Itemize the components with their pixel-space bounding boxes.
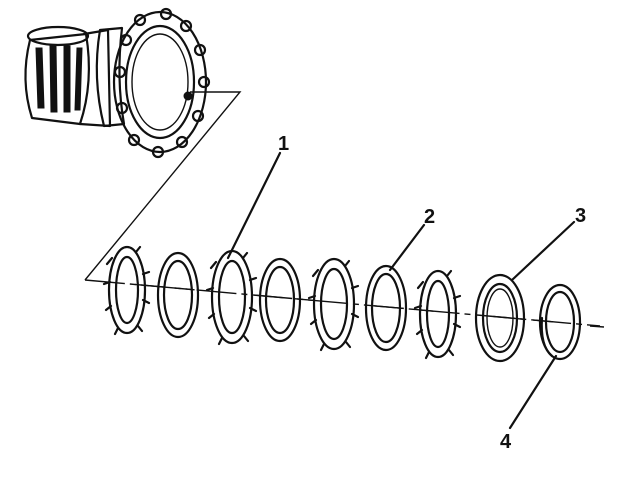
clutch-plates xyxy=(84,245,601,363)
callouts: 1 2 3 4 xyxy=(226,133,586,453)
assembly-guide-lines xyxy=(84,91,605,328)
callout-label: 3 xyxy=(575,205,586,227)
steel-plate xyxy=(205,249,258,346)
steel-plate xyxy=(307,257,360,352)
friction-plate xyxy=(156,251,200,339)
steel-plate xyxy=(102,245,151,336)
backing-ring xyxy=(538,283,582,361)
friction-plate xyxy=(258,257,302,343)
callout-4: 4 xyxy=(500,354,558,453)
callout-label: 1 xyxy=(278,133,289,155)
clutch-drum xyxy=(112,7,211,159)
callout-label: 4 xyxy=(500,431,512,453)
steel-plate xyxy=(413,269,462,360)
callout-1: 1 xyxy=(226,133,289,260)
splined-hub xyxy=(24,25,112,128)
callout-3: 3 xyxy=(510,205,586,282)
clutch-housing-assembly xyxy=(24,7,211,159)
callout-2: 2 xyxy=(388,206,435,272)
callout-label: 2 xyxy=(424,206,435,228)
